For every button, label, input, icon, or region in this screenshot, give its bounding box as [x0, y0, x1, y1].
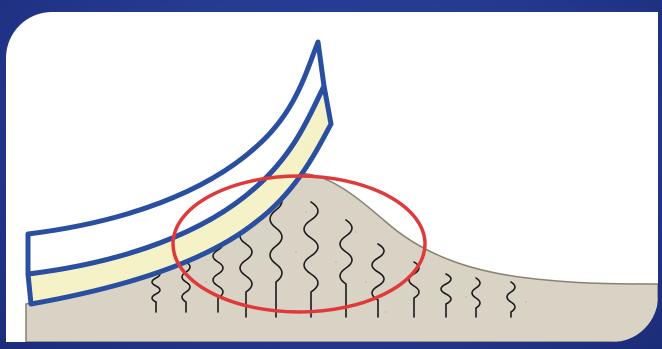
- diagram-panel: [6, 12, 658, 342]
- adhesive-strip-diagram: [6, 12, 658, 342]
